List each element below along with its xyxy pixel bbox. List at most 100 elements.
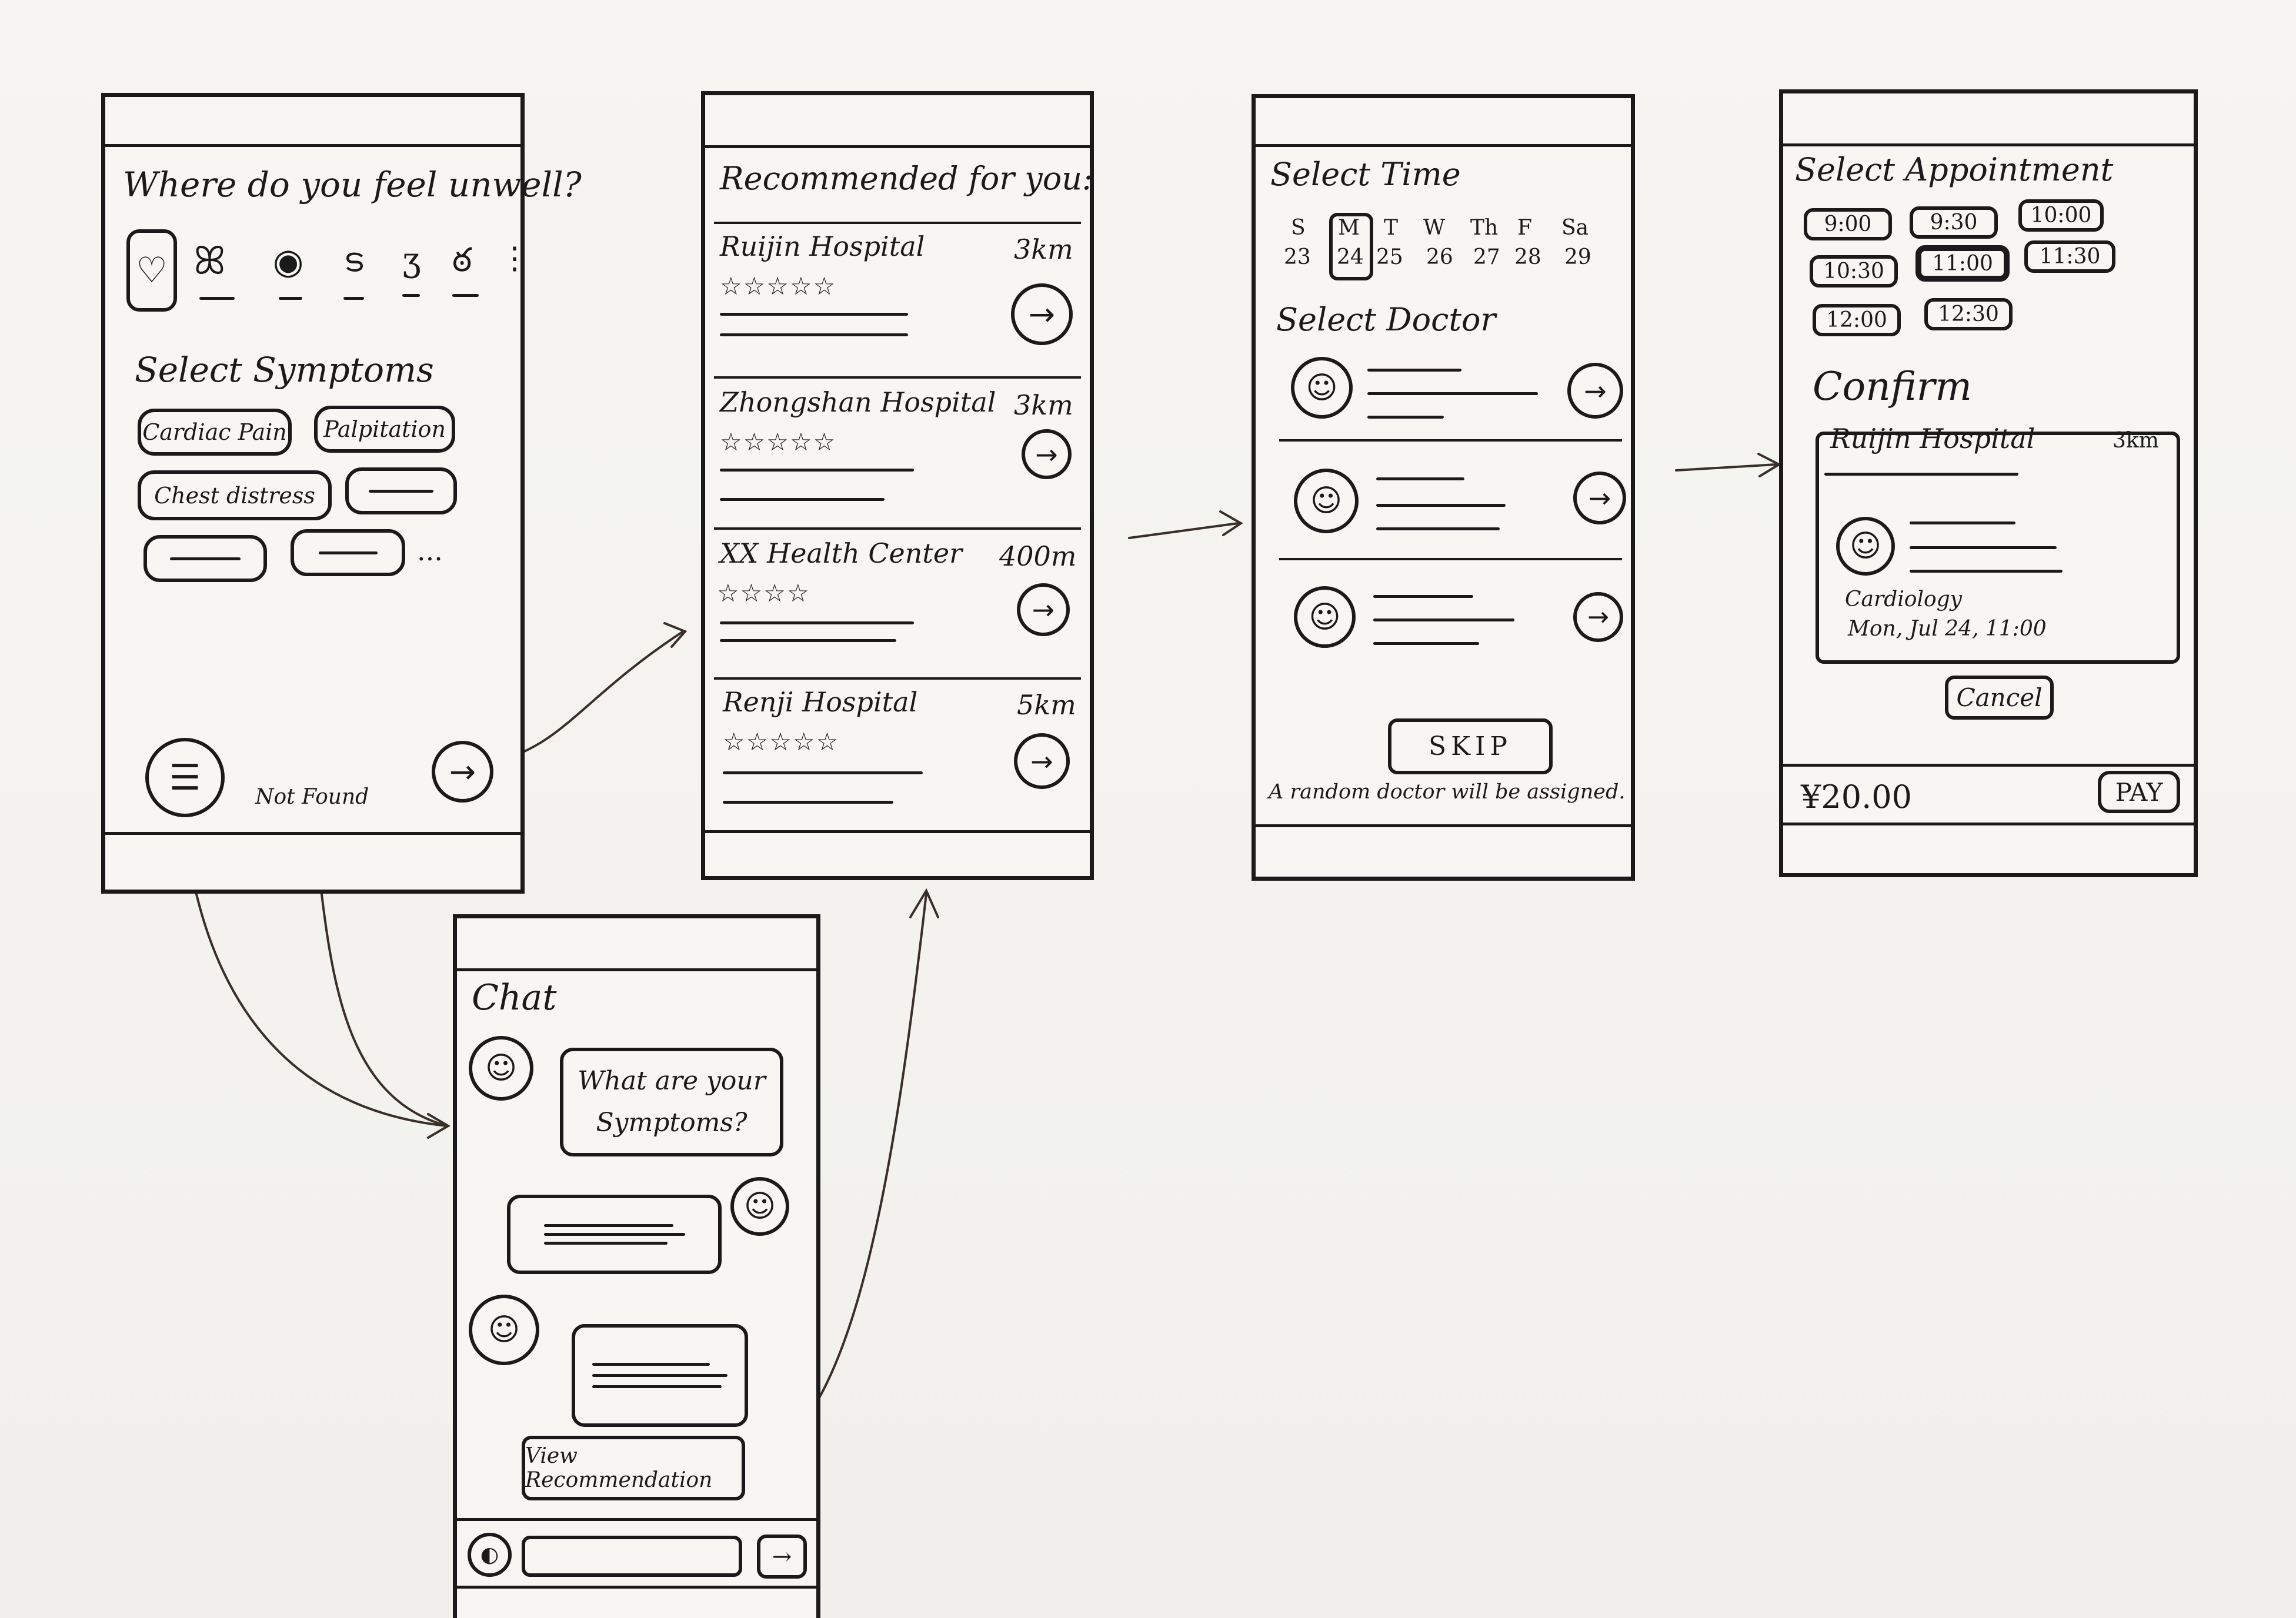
time-slot[interactable]: 12:30 [1924,298,2013,330]
brain-icon[interactable]: ఠ [452,241,472,279]
not-found-label[interactable]: Not Found [255,785,369,809]
user-avatar-icon: ☺ [730,1177,789,1236]
skip-button[interactable]: SKIP [1388,718,1553,774]
date-cell[interactable]: 27 [1473,245,1500,269]
arrow-s2-to-s3-head [1219,510,1243,536]
time-slot[interactable]: 10:30 [1810,255,1898,288]
confirm-card [1816,432,2180,664]
selected-date[interactable] [1329,213,1373,280]
random-doctor-note: A random doctor will be assigned. [1269,780,1626,804]
date-cell[interactable]: 26 [1426,245,1453,269]
message-input[interactable] [522,1536,742,1577]
date-cell[interactable]: 24 [1337,245,1364,269]
send-button[interactable]: → [757,1535,807,1579]
divider [714,376,1081,379]
view-recommendation-button[interactable]: View Recommendation [522,1436,745,1500]
divider [1279,439,1622,442]
go-button[interactable]: → [1573,592,1623,642]
bottom-bar [705,830,1090,833]
doctor-info-line [1373,619,1514,621]
doctor-name-line [1373,595,1473,598]
doctor-name-line [1367,369,1461,372]
arrow-to-chat-head [427,1113,450,1139]
detail-line [720,621,914,624]
question-title: Where do you feel unwell? [123,165,582,205]
pay-button[interactable]: PAY [2098,771,2180,813]
detail-line [723,771,923,774]
heart-icon[interactable]: ♡ [126,229,177,312]
doctor-avatar-icon: ☺ [469,1295,539,1365]
day-label: Sa [1561,216,1589,240]
doctor-info-line [1373,642,1479,645]
hospital-name: Ruijin Hospital [720,230,925,262]
go-button[interactable]: → [1017,583,1070,636]
top-bar [105,144,520,147]
icon-underline [452,294,479,297]
go-button[interactable]: → [1022,429,1072,479]
symptom-chip-placeholder[interactable] [345,467,457,514]
detail-line [720,498,885,501]
stomach-icon[interactable]: ട [343,241,363,279]
divider [714,677,1081,680]
date-cell[interactable]: 25 [1376,245,1403,269]
symptom-chip[interactable]: Cardiac Pain [138,409,292,456]
time-slot[interactable]: 11:30 [2024,240,2115,273]
bottom-bar [1256,824,1631,827]
time-slot-selected[interactable]: 11:00 [1915,245,2010,282]
time-slot[interactable]: 9:30 [1910,206,1998,239]
arrow-chat-to-s2-head [909,888,939,918]
kidney-icon[interactable]: ʒ [402,241,421,279]
department: Cardiology [1845,587,1963,611]
go-button[interactable]: → [1573,472,1626,524]
doctor-info-line [1910,570,2063,573]
cancel-button[interactable]: Cancel [1945,676,2054,720]
date-cell[interactable]: 28 [1514,245,1541,269]
symptom-chip[interactable]: Chest distress [138,470,332,520]
doctor-info-line [1376,527,1500,530]
more-icon[interactable]: ⋮ [499,241,530,276]
top-bar [457,968,816,971]
icon-underline [343,297,364,300]
detail-line [1824,473,2018,476]
date-cell[interactable]: 23 [1284,245,1311,269]
detail-line [720,313,908,316]
doctor-avatar-icon: ☺ [1294,586,1356,648]
go-button[interactable]: → [1014,733,1070,789]
doctor-info-line [1910,546,2057,549]
go-button[interactable]: → [1567,363,1623,419]
go-button[interactable]: → [1011,283,1073,345]
lungs-icon[interactable]: ꕤ [193,238,226,283]
more-symptoms: ... [417,535,443,567]
bottom-bar [1783,764,2194,767]
bottom-bar [457,1586,816,1589]
eye-icon[interactable]: ◉ [273,241,304,282]
date-cell[interactable]: 29 [1564,245,1591,269]
select-doctor-title: Select Doctor [1276,301,1496,338]
rating-stars: ☆☆☆☆☆ [720,427,837,456]
chat-icon[interactable]: ☰ [145,738,225,817]
doctor-avatar-icon: ☺ [1836,517,1895,576]
confirm-hospital: Ruijin Hospital [1830,423,2035,454]
top-bar [1783,143,2194,146]
doctor-name-line [1910,521,2015,524]
symptom-chip[interactable]: Palpitation [314,406,455,453]
doctor-message-bubble [572,1324,748,1427]
rating-stars: ☆☆☆☆☆ [720,272,837,300]
time-slot[interactable]: 9:00 [1804,208,1892,240]
icon-underline [279,297,302,300]
screen-symptoms: Where do you feel unwell? ♡ ꕤ ◉ ട ʒ ఠ ⋮ … [101,93,582,894]
top-bar [1256,144,1631,147]
rating-stars: ☆☆☆☆ [717,579,810,607]
chat-title: Chat [472,977,557,1018]
icon-underline [402,294,420,297]
arrow-s2-to-s3 [1128,522,1239,539]
symptom-chip-placeholder[interactable] [291,529,405,576]
time-slot[interactable]: 12:00 [1813,304,1901,336]
doctor-avatar-icon: ☺ [1291,357,1353,419]
doctor-message-bubble: What are your Symptoms? [560,1048,783,1156]
day-label: T [1384,216,1399,240]
symptom-chip-placeholder[interactable] [144,535,267,582]
time-slot[interactable]: 10:00 [2018,199,2104,232]
voice-icon[interactable]: ◐ [468,1533,512,1577]
next-button[interactable]: → [432,741,493,803]
